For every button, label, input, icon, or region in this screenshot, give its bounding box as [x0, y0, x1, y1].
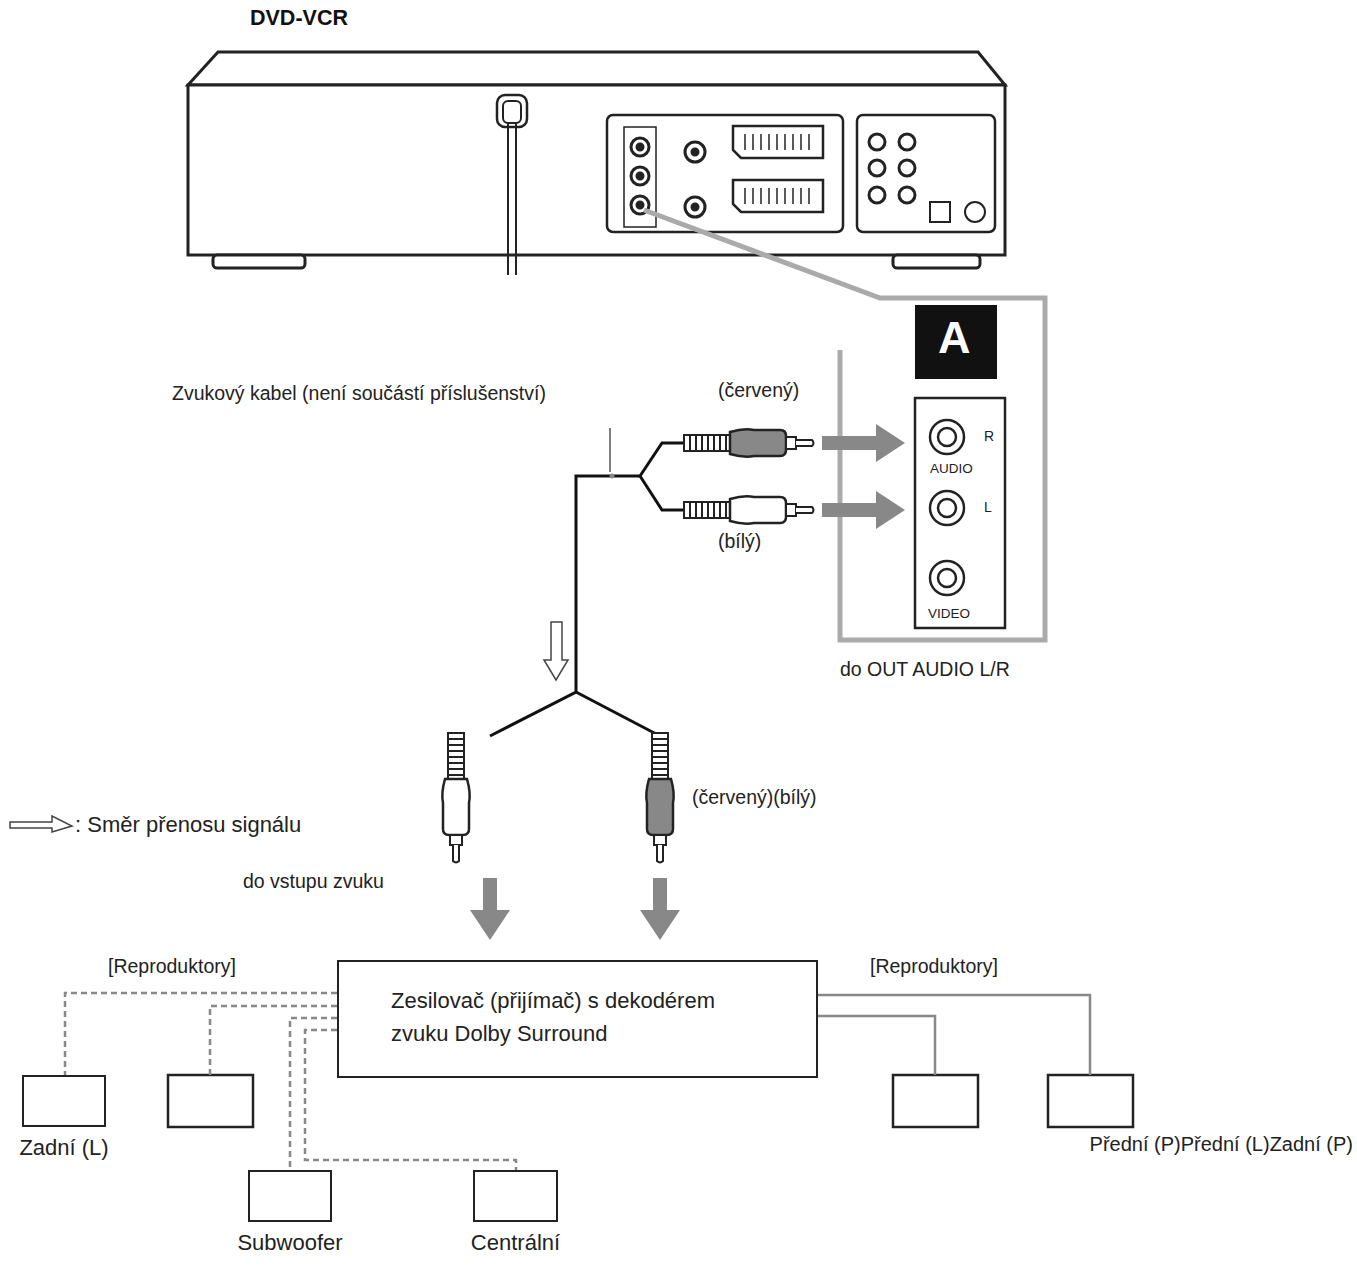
speaker-box: Centrální: [473, 1170, 558, 1222]
scart-pin: [800, 134, 802, 150]
leader-line: [609, 428, 611, 472]
speaker-box: [168, 1075, 1133, 1127]
inset-frame: [644, 210, 1045, 640]
red-plug: [646, 733, 673, 863]
white-plug: [684, 496, 814, 523]
cable-label: Zvukový kabel (není součástí příslušenst…: [172, 382, 546, 404]
audio-cable: [490, 443, 686, 736]
jack-label: AUDIO: [930, 461, 973, 477]
scart-pin: [792, 188, 794, 204]
scart-pin: [760, 134, 762, 150]
scart-pin: [744, 188, 746, 204]
scart-pin: [752, 188, 754, 204]
red-plug: [684, 429, 814, 456]
speaker-label: Přední (P)Přední (L)Zadní (P): [1090, 1133, 1353, 1156]
scart-pin: [744, 134, 746, 150]
device-title: DVD-VCR: [250, 6, 348, 31]
scart-pin: [792, 134, 794, 150]
scart-pin: [760, 188, 762, 204]
jack-panel: [915, 398, 1005, 628]
white-plug: [442, 733, 469, 863]
speaker-outline: [248, 1170, 332, 1222]
scart-pin: [768, 188, 770, 204]
group-label: [Reproduktory]: [870, 955, 998, 977]
scart-pin: [752, 134, 754, 150]
scart-pin: [776, 188, 778, 204]
color-label: (červený)(bílý): [692, 786, 817, 808]
color-label: (červený): [718, 379, 799, 401]
connection-note: do vstupu zvuku: [243, 870, 384, 892]
speaker-wire: [65, 993, 337, 1075]
jack-label: R: [984, 428, 994, 444]
color-label: (bílý): [718, 530, 761, 552]
leader-dot: [610, 474, 615, 479]
scart-pin: [784, 188, 786, 204]
speaker-wire: [290, 1018, 337, 1170]
amplifier-box: Zesilovač (přijímač) s dekodérem zvuku D…: [337, 960, 818, 1078]
legend-text: : Směr přenosu signálu: [75, 812, 301, 837]
scart-pin: [808, 188, 810, 204]
speaker-label: Subwoofer: [237, 1230, 342, 1256]
inset-letter: A: [938, 312, 971, 364]
group-label: [Reproduktory]: [108, 955, 236, 977]
speaker-box: Subwoofer: [248, 1170, 332, 1222]
speaker-box: Zadní (L): [22, 1075, 106, 1127]
inset-badge: [915, 305, 997, 379]
scart-pin: [808, 134, 810, 150]
speaker-label: Centrální: [471, 1230, 560, 1256]
jack-label: L: [984, 499, 992, 515]
scart-pin: [784, 134, 786, 150]
scart-pin: [768, 134, 770, 150]
scart-pin: [776, 134, 778, 150]
connection-arrow: [470, 424, 905, 940]
scart-pin: [800, 188, 802, 204]
dvd-vcr-unit: [188, 52, 1005, 275]
jack-label: VIDEO: [928, 606, 970, 622]
speaker-outline: [22, 1075, 106, 1127]
signal-arrow: [10, 622, 568, 832]
speaker-label: Zadní (L): [19, 1135, 108, 1161]
amplifier-label: Zesilovač (přijímač) s dekodérem zvuku D…: [391, 984, 741, 1050]
connection-note: do OUT AUDIO L/R: [840, 658, 1010, 680]
speaker-outline: [473, 1170, 558, 1222]
